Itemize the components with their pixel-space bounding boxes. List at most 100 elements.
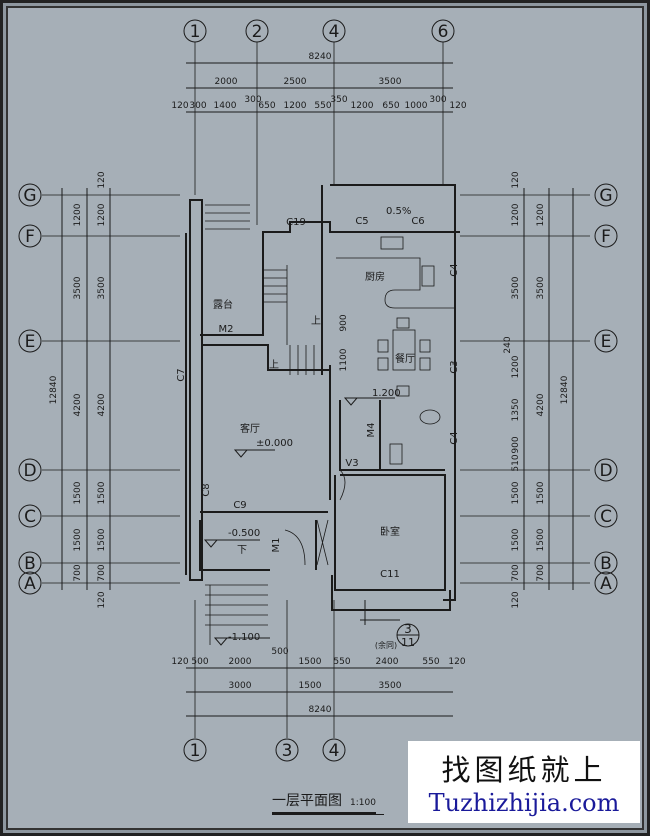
axis-left-G: G xyxy=(23,186,36,206)
dim-text: 4200 xyxy=(536,393,546,416)
sink-icon xyxy=(421,265,435,287)
window-C3: C3 xyxy=(449,360,460,373)
axis-bottom-4: 4 xyxy=(329,741,340,761)
window-C4: C4 xyxy=(449,263,460,276)
shaft-x xyxy=(316,519,329,566)
drawing-title-text: 一层平面图 xyxy=(272,793,342,809)
dim-text: 700 xyxy=(536,564,546,581)
dim-text: 1200 xyxy=(73,203,83,226)
dim-text: 1500 xyxy=(511,481,521,504)
window-C4: C4 xyxy=(449,431,460,444)
dim-text: 650 xyxy=(258,101,275,111)
axis-right-C: C xyxy=(600,507,612,527)
window-C7: C7 xyxy=(176,368,187,381)
axis-right-F: F xyxy=(601,227,611,247)
stair-dim-text: 1100 xyxy=(339,348,349,371)
axis-left-F: F xyxy=(25,227,35,247)
elevation-dining: 1.200 xyxy=(372,388,401,399)
watermark: 找图纸就上 Tuzhizhijia.com xyxy=(408,741,640,823)
dim-text: 120 xyxy=(448,657,465,667)
elevation-living: ±0.000 xyxy=(256,438,293,449)
dimension-lines xyxy=(61,62,574,717)
right-dimensions: 120 1200 3500 240 1200 1350 900 510 1500… xyxy=(339,171,570,608)
door-V3: V3 xyxy=(345,458,358,469)
dim-text: 550 xyxy=(314,101,331,111)
dim-text: 1500 xyxy=(536,528,546,551)
room-labels: 露台 厨房 餐厅 客厅 卧室 xyxy=(213,270,415,538)
dim-text: 1200 xyxy=(351,101,374,111)
top-dimensions: 8240 2000 2500 3500 120 300 1400 300 650… xyxy=(171,52,466,111)
dim-text: 650 xyxy=(382,101,399,111)
door-M2: M2 xyxy=(219,324,234,335)
window-C11: C11 xyxy=(380,569,400,580)
dim-text: 1400 xyxy=(214,101,237,111)
dim-text: 1500 xyxy=(511,528,521,551)
axis-circles xyxy=(18,19,618,762)
dim-text: 1350 xyxy=(511,398,521,421)
dim-text: 3500 xyxy=(73,276,83,299)
axis-right-D: D xyxy=(599,461,612,481)
axis-left-A: A xyxy=(24,574,36,594)
dim-text: 300 xyxy=(244,95,261,105)
dim-text: 120 xyxy=(171,101,188,111)
dim-text: 550 xyxy=(333,657,350,667)
dim-text: 3000 xyxy=(229,681,252,691)
watermark-chinese: 找图纸就上 xyxy=(441,753,607,787)
bottom-dimensions: 120 500 2000 500 1500 550 2400 550 120 3… xyxy=(171,647,465,715)
dim-text: 300 xyxy=(189,101,206,111)
dim-text: 900 xyxy=(511,436,521,453)
slope-label: 0.5% xyxy=(386,206,411,217)
dim-text: 3500 xyxy=(511,276,521,299)
door-M1: M1 xyxy=(271,538,282,553)
axis-right-B: B xyxy=(600,554,612,574)
dim-text: 2400 xyxy=(376,657,399,667)
watermark-url: Tuzhizhijia.com xyxy=(428,789,620,817)
window-C9: C9 xyxy=(233,500,246,511)
room-terrace: 露台 xyxy=(213,298,233,311)
stove-icon xyxy=(380,236,404,250)
dim-text: 2500 xyxy=(284,77,307,87)
room-living: 客厅 xyxy=(240,422,260,435)
dim-text: 1500 xyxy=(536,481,546,504)
axis-grid-lines xyxy=(42,42,590,738)
dim-text: 700 xyxy=(97,564,107,581)
dim-text: 1500 xyxy=(299,681,322,691)
axis-right-E: E xyxy=(601,332,612,352)
room-bedroom: 卧室 xyxy=(380,525,400,538)
toilet-icon xyxy=(389,443,403,465)
elevation-markers xyxy=(203,397,395,646)
axis-left-C: C xyxy=(24,507,36,527)
detail-number: 3 xyxy=(404,622,412,636)
axis-left-B: B xyxy=(24,554,36,574)
axis-left-D: D xyxy=(23,461,36,481)
dim-text: 500 xyxy=(271,647,288,657)
stair-dim-text: 900 xyxy=(339,314,349,331)
elevation-entry: -0.500 xyxy=(228,528,260,539)
dim-text: 12840 xyxy=(560,375,570,404)
title-underline xyxy=(272,814,384,815)
dim-text: 700 xyxy=(73,564,83,581)
dim-text: 3500 xyxy=(536,276,546,299)
axis-bottom-1: 1 xyxy=(190,741,201,761)
stair-down-label: 下 xyxy=(237,545,247,556)
window-C19: C19 xyxy=(286,217,306,228)
furniture xyxy=(284,236,455,566)
walls xyxy=(185,184,460,611)
dim-text: 240 xyxy=(503,336,513,353)
dim-text: 1200 xyxy=(97,203,107,226)
dim-text: 500 xyxy=(191,657,208,667)
dim-text: 2000 xyxy=(229,657,252,667)
dim-text: 120 xyxy=(97,171,107,188)
detail-sheet: 11 xyxy=(401,636,415,649)
left-dimensions: 120 1200 3500 4200 1500 1500 700 120 120… xyxy=(49,171,107,608)
dim-text: 4200 xyxy=(97,393,107,416)
dim-text: 1500 xyxy=(97,528,107,551)
dim-text: 3500 xyxy=(97,276,107,299)
dim-text: 1200 xyxy=(536,203,546,226)
dim-text: 350 xyxy=(330,95,347,105)
dim-text: 120 xyxy=(449,101,466,111)
dim-text: 700 xyxy=(511,564,521,581)
dim-text: 3500 xyxy=(379,681,402,691)
window-C6: C6 xyxy=(411,216,424,227)
dim-text: 1200 xyxy=(511,355,521,378)
